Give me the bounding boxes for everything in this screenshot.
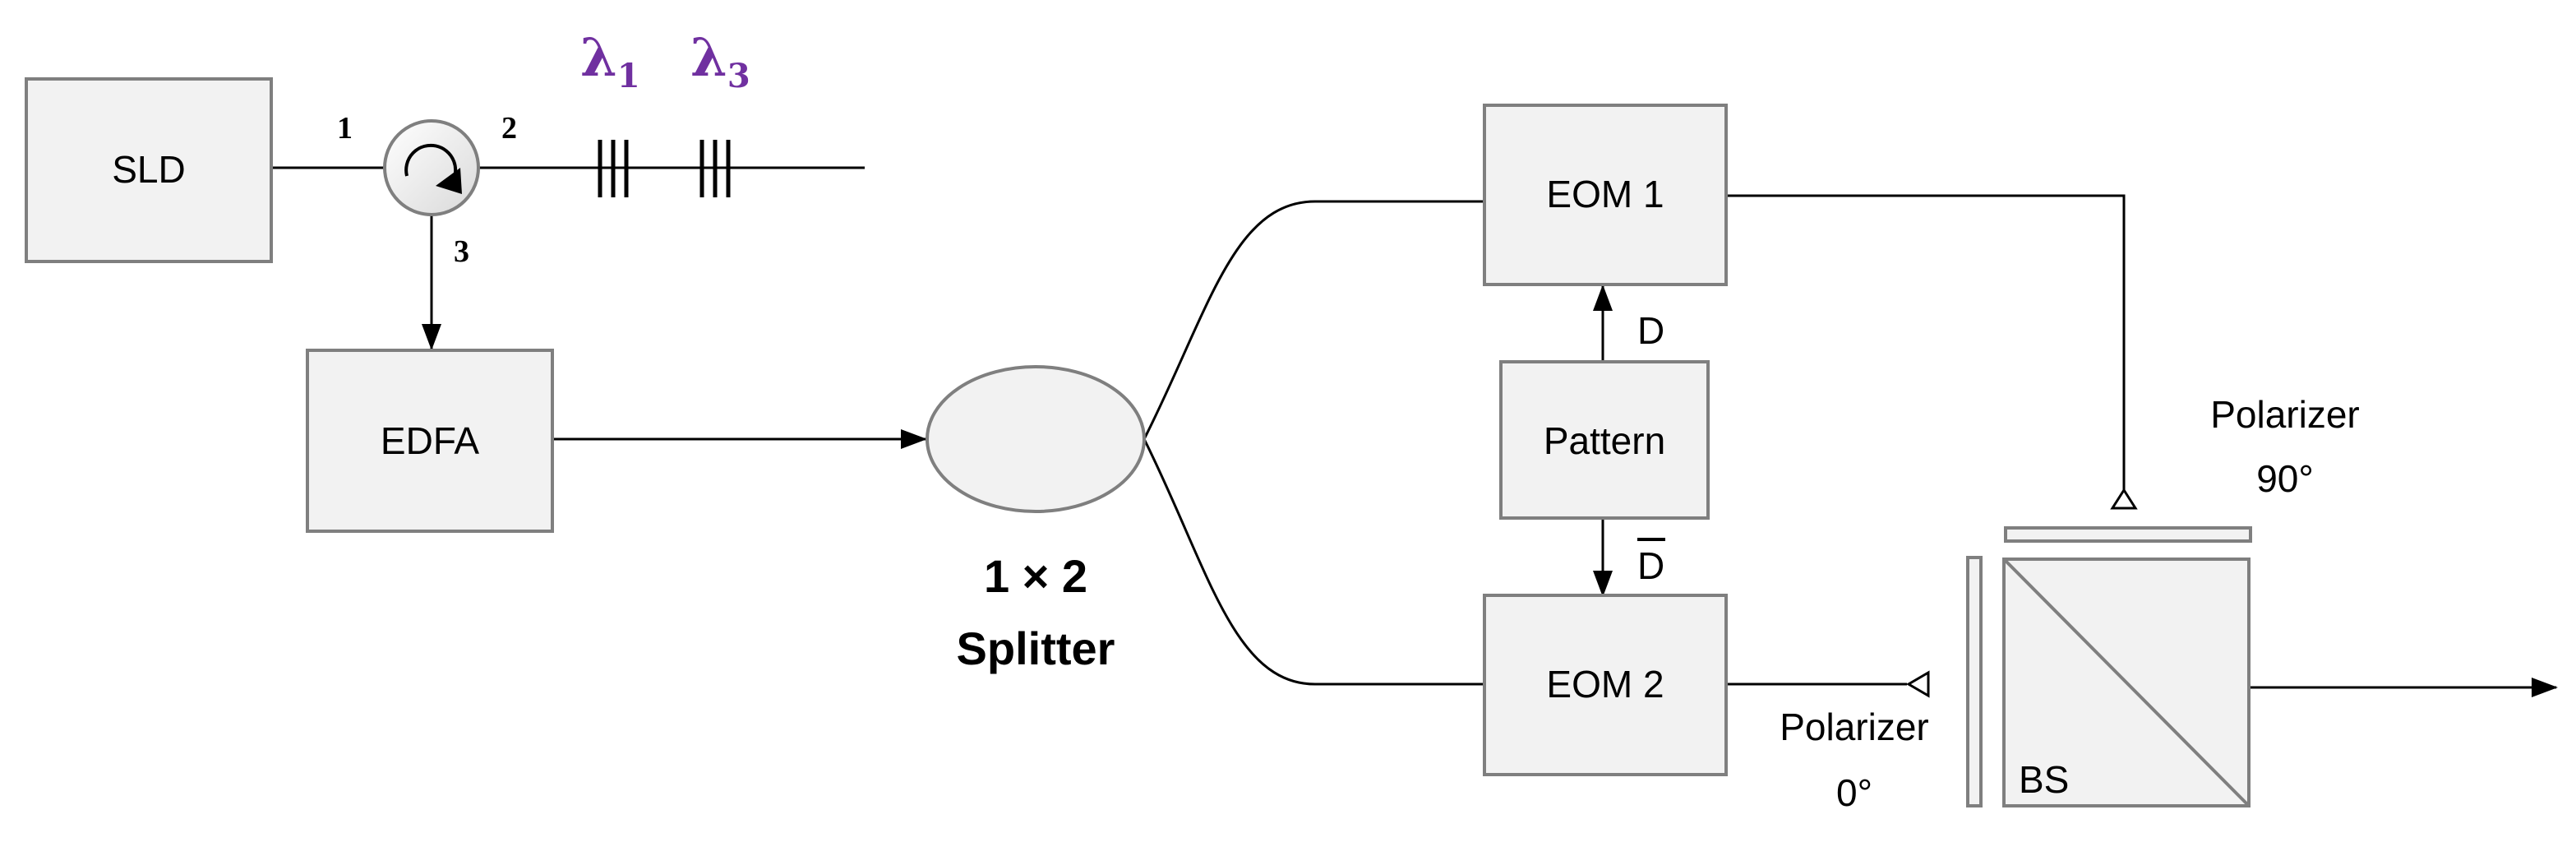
splitter-label-line2: Splitter bbox=[957, 622, 1115, 674]
sld-label: SLD bbox=[112, 148, 185, 191]
polarizer-0-name: Polarizer bbox=[1780, 706, 1929, 748]
wire-splitter-eom1 bbox=[1143, 200, 1484, 440]
polarizer-90-triangle-icon bbox=[2110, 488, 2138, 510]
sld-box: SLD bbox=[25, 77, 273, 263]
eom1-label: EOM 1 bbox=[1546, 173, 1664, 215]
polarizer-90-plate bbox=[2004, 526, 2252, 543]
signal-d-bar-label: D bbox=[1637, 544, 1664, 587]
circulator-port-2: 2 bbox=[501, 111, 517, 146]
wavelength-label-2: λ3 bbox=[690, 27, 750, 95]
circulator-port-1: 1 bbox=[337, 111, 353, 146]
splitter-label-line1: 1 × 2 bbox=[984, 550, 1087, 602]
fbg-grating-1 bbox=[598, 140, 629, 197]
beam-splitter: BS bbox=[2002, 558, 2251, 807]
circulator-arrowhead-icon bbox=[436, 168, 462, 194]
wires bbox=[273, 166, 2558, 697]
eom2-label: EOM 2 bbox=[1546, 663, 1664, 706]
fbg-grating-2 bbox=[699, 140, 731, 197]
bs-label: BS bbox=[2019, 758, 2069, 801]
wire-splitter-eom2 bbox=[1143, 438, 1484, 686]
signal-d-bar: D bbox=[1637, 538, 1665, 587]
wire-eom1-polarizer90 bbox=[1726, 194, 2126, 493]
pattern-box: Pattern bbox=[1499, 360, 1710, 520]
pattern-label: Pattern bbox=[1544, 419, 1665, 462]
polarizer-0-angle: 0° bbox=[1836, 771, 1872, 814]
eom2-box: EOM 2 bbox=[1483, 594, 1728, 776]
circulator bbox=[383, 119, 480, 216]
eom1-box: EOM 1 bbox=[1483, 104, 1728, 286]
circulator-port-3: 3 bbox=[454, 234, 469, 269]
edfa-box: EDFA bbox=[306, 349, 554, 533]
edfa-label: EDFA bbox=[381, 419, 479, 462]
splitter bbox=[926, 365, 1146, 513]
polarizer-90-angle: 90° bbox=[2256, 457, 2314, 500]
polarizer-90-name: Polarizer bbox=[2210, 393, 2360, 436]
polarizer-0-triangle-icon bbox=[1906, 670, 1930, 698]
signal-d-label: D bbox=[1637, 309, 1664, 352]
wavelength-label-1: λ1 bbox=[580, 27, 640, 95]
polarizer-0-plate bbox=[1966, 556, 1983, 807]
